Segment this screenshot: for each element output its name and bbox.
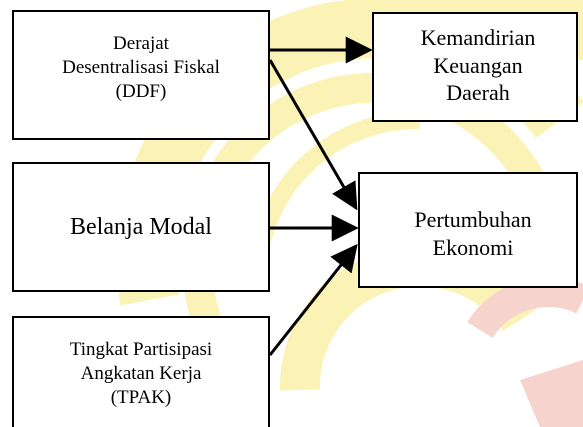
arrow-tpak-to-pertumbuhan	[268, 243, 358, 356]
arrow-ddf-to-pertumbuhan	[268, 59, 358, 211]
node-belanja-modal-label: Belanja Modal	[70, 214, 212, 240]
node-tpak: Tingkat Partisipasi Angkatan Kerja (TPAK…	[12, 316, 270, 427]
node-pertumbuhan-ekonomi: Pertumbuhan Ekonomi	[358, 172, 578, 288]
node-kemandirian-label: Kemandirian Keuangan Daerah	[420, 25, 536, 105]
node-tpak-label: Tingkat Partisipasi Angkatan Kerja (TPAK…	[69, 339, 213, 408]
node-pertumbuhan-label: Pertumbuhan Ekonomi	[414, 207, 532, 260]
node-belanja-modal: Belanja Modal	[12, 162, 270, 292]
node-ddf: Derajat Desentralisasi Fiskal (DDF)	[12, 10, 270, 140]
node-kemandirian-keuangan-daerah: Kemandirian Keuangan Daerah	[372, 12, 578, 122]
node-ddf-label: Derajat Desentralisasi Fiskal (DDF)	[62, 33, 220, 102]
